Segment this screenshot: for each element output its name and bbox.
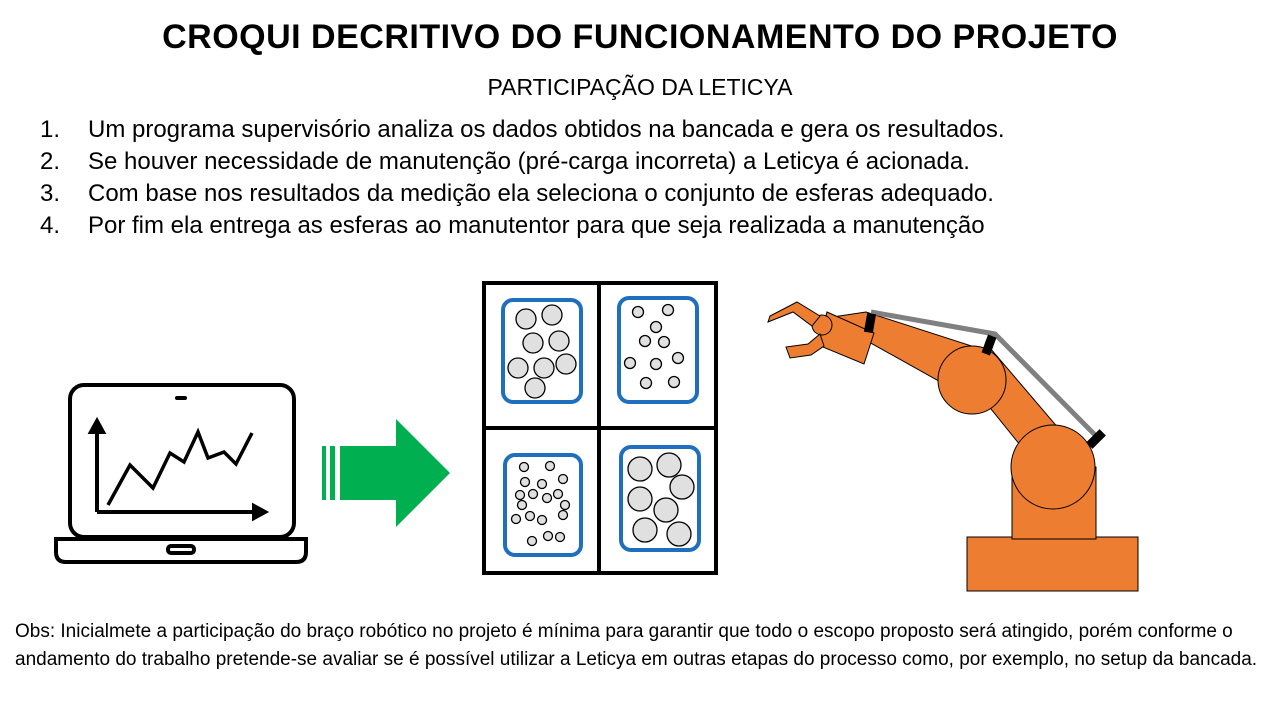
step-text: Por fim ela entrega as esferas ao manute… — [88, 212, 985, 239]
page-title: CROQUI DECRITIVO DO FUNCIONAMENTO DO PRO… — [162, 18, 1118, 56]
laptop-chart-icon — [54, 383, 308, 564]
step-item: 4. Por fim ela entrega as esferas ao manu… — [40, 210, 1005, 242]
step-item: 3. Com base nos resultados da medição ela… — [40, 178, 1005, 210]
step-item: 2. Se houver necessidade de manutenção (p… — [40, 146, 1005, 178]
step-number: 1. — [40, 116, 61, 143]
step-item: 1. Um programa supervisório analiza os da… — [40, 114, 1005, 146]
step-number: 2. — [40, 148, 61, 175]
steps-list: 1. Um programa supervisório analiza os da… — [40, 114, 1005, 242]
step-text: Com base nos resultados da medição ela s… — [88, 180, 994, 207]
arrow-icon — [322, 419, 450, 527]
step-number: 4. — [40, 212, 61, 239]
step-number: 3. — [40, 180, 61, 207]
observation-note: Obs: Inicialmete a participação do braço… — [15, 621, 1258, 670]
step-text: Um programa supervisório analiza os dado… — [88, 116, 1005, 143]
robot-arm-icon — [767, 301, 1139, 592]
sphere-bins-icon — [482, 281, 718, 575]
page-subtitle: PARTICIPAÇÃO DA LETICYA — [487, 74, 793, 100]
step-text: Se houver necessidade de manutenção (pré… — [88, 148, 970, 175]
